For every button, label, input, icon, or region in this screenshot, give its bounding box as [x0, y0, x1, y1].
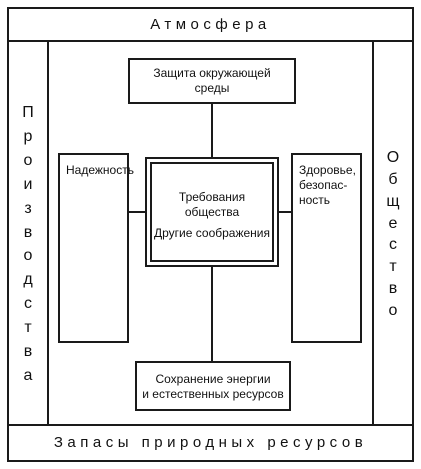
production-letter: в [23, 343, 33, 361]
society-letter: с [389, 236, 397, 254]
society-letter: т [389, 258, 397, 276]
energy-conservation-line2: и естественных ресурсов [142, 387, 284, 401]
society-letter: О [386, 149, 400, 166]
reliability-label: Надежность [66, 163, 134, 177]
society-letter: о [388, 301, 398, 319]
natural-resources-label: Запасы природных ресурсов [53, 434, 368, 451]
society-letter: е [388, 214, 398, 232]
production-letter: в [23, 223, 33, 241]
production-letter: д [23, 271, 33, 289]
society-requirements-inner: Требования общества Другие соображения [150, 162, 274, 262]
natural-resources-band: Запасы природных ресурсов [7, 424, 414, 462]
environment-protection-line2: среды [194, 81, 230, 95]
requirements-line1: Требования [178, 190, 246, 204]
requirements-line2: общества [184, 205, 240, 219]
production-letter: и [23, 175, 33, 193]
production-letter: р [23, 127, 33, 145]
health-safety-line3: ность [299, 193, 331, 207]
society-column [372, 40, 414, 426]
atmosphere-band: Атмосфера [7, 7, 414, 42]
production-letter: с [24, 295, 32, 313]
production-letter: з [24, 199, 32, 217]
production-letter: о [23, 247, 33, 265]
production-column [7, 40, 49, 426]
health-safety-box: Здоровье, безопас- ность [291, 153, 362, 343]
society-requirements-box: Требования общества Другие соображения [145, 157, 279, 267]
connector-bottom [211, 266, 213, 362]
requirements-line3: Другие соображения [154, 226, 270, 240]
reliability-box: Надежность [58, 153, 134, 343]
health-safety-line1: Здоровье, [299, 163, 356, 177]
society-letter: щ [386, 192, 400, 210]
health-safety-line2: безопас- [299, 178, 348, 192]
connector-right [278, 211, 293, 213]
production-letter: а [23, 366, 33, 384]
production-letter: о [23, 151, 33, 169]
production-letter: т [24, 319, 32, 337]
connector-left [128, 211, 146, 213]
society-letter: б [388, 170, 398, 188]
environment-protection-box: Защита окружающей среды [128, 58, 296, 104]
production-letter: П [22, 104, 34, 121]
atmosphere-label: Атмосфера [150, 16, 271, 33]
energy-conservation-box: Сохранение энергии и естественных ресурс… [135, 361, 291, 411]
energy-conservation-line1: Сохранение энергии [155, 372, 271, 386]
connector-top [211, 103, 213, 159]
society-letter: в [388, 280, 398, 298]
environment-protection-line1: Защита окружающей [153, 66, 271, 80]
